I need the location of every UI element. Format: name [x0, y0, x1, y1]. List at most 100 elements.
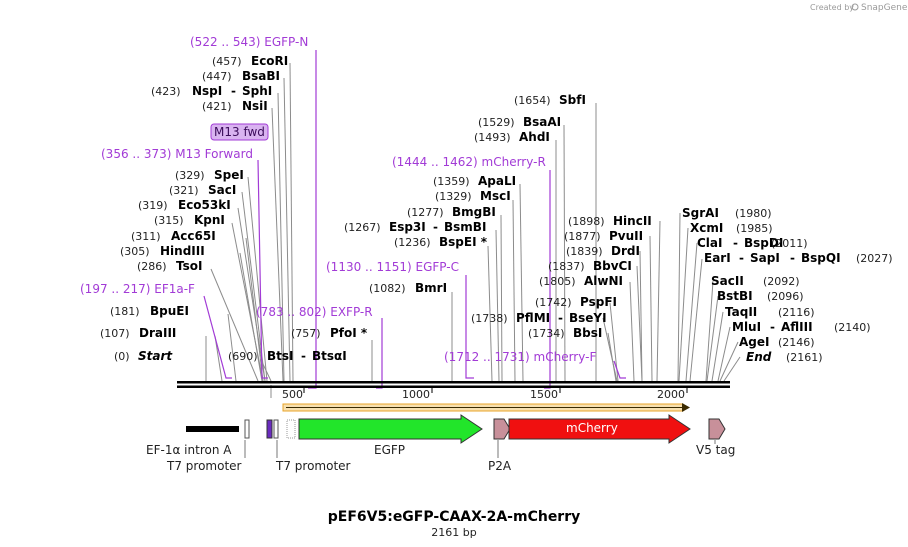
enzyme-pos: (1738): [471, 312, 508, 325]
enzyme-name-2: BseYI: [569, 311, 607, 325]
enzyme-pos: (305): [120, 245, 150, 258]
enzyme-name: TsoI: [176, 259, 202, 273]
enzyme-name: NspI: [192, 84, 222, 98]
ruler-tick-label: 500: [282, 388, 303, 401]
enzyme-name: Eco53kI: [178, 198, 231, 212]
p2a-feature: [493, 418, 511, 440]
enzyme-name: AlwNI: [584, 274, 623, 288]
enzyme-pos: (181): [110, 305, 140, 318]
enzyme-pos: (321): [169, 184, 199, 197]
feature-label: T7 promoter: [275, 459, 351, 473]
primer-label: (1130 .. 1151) EGFP-C: [326, 260, 459, 274]
map-title: pEF6V5:eGFP-CAAX-2A-mCherry 2161 bp: [328, 509, 581, 539]
enzyme-pos: (447): [202, 70, 232, 83]
primer-label: (356 .. 373) M13 Forward: [101, 147, 253, 161]
credit-brand: SnapGene: [861, 3, 908, 13]
enzyme-name: MscI: [480, 189, 511, 203]
enzyme-name: PfoI *: [330, 326, 368, 340]
enzyme-name-2: BsmBI: [444, 220, 486, 234]
enzyme-name-2: AflIII: [781, 320, 813, 334]
enzyme-name: SpeI: [214, 168, 244, 182]
enzyme-name: PvuII: [609, 229, 643, 243]
enzyme-separator: -: [790, 251, 795, 265]
enzyme-separator: -: [733, 236, 738, 250]
snapgene-credit: Created by SnapGene: [810, 3, 908, 13]
enzyme-pos: (1805): [539, 275, 576, 288]
ruler-tick-label: 1000: [402, 388, 430, 401]
enzyme-pos: (329): [175, 169, 205, 182]
enzyme-separator: -: [433, 220, 438, 234]
enzyme-name: KpnI: [194, 213, 225, 227]
enzyme-name: SacI: [208, 183, 236, 197]
enzyme-name: BmgBI: [452, 205, 496, 219]
enzyme-pos: (107): [100, 327, 130, 340]
enzyme-name: BtsI: [267, 349, 294, 363]
primer-label: (1444 .. 1462) mCherry-R: [392, 155, 546, 169]
enzyme-pos: (1898): [568, 215, 605, 228]
enzyme-name: PspFI: [580, 295, 617, 309]
t7-promoter-feature: [244, 419, 250, 439]
enzyme-pos: (0): [114, 350, 130, 363]
enzyme-name: DrdI: [611, 244, 640, 258]
enzyme-name-2: BtsαI: [312, 349, 347, 363]
primer-label: (522 .. 543) EGFP-N: [190, 35, 308, 49]
enzyme-name: BsaBI: [242, 69, 280, 83]
enzyme-pos: (1877): [564, 230, 601, 243]
enzyme-pos: (690): [228, 350, 258, 363]
feature-label: EGFP: [374, 443, 405, 457]
feature-label: P2A: [488, 459, 512, 473]
enzyme-separator: -: [558, 311, 563, 325]
enzyme-pos: (2146): [778, 336, 815, 349]
credit-prefix: Created by: [810, 3, 854, 12]
enzyme-name-3: BspQI: [801, 251, 841, 265]
orf-arrow: [282, 403, 690, 412]
plasmid-name: pEF6V5:eGFP-CAAX-2A-mCherry: [328, 509, 581, 525]
intron-feature: [186, 426, 239, 432]
egfp-feature: [298, 414, 483, 444]
enzyme-name: NsiI: [242, 99, 268, 113]
t7-promoter-feature: [273, 419, 279, 439]
ruler: 500 1000 1500 2000: [282, 388, 688, 401]
sequence-backbone: [177, 381, 730, 388]
enzyme-pos: (1359): [433, 175, 470, 188]
enzyme-name: BbvCI: [593, 259, 632, 273]
feature-label: EF-1α intron A: [146, 443, 232, 457]
feature-labels: EF-1α intron A T7 promoter T7 promoter E…: [146, 440, 735, 473]
enzyme-pos: (319): [138, 199, 168, 212]
mcherry-feature: [508, 414, 691, 444]
enzyme-name: AhdI: [519, 130, 550, 144]
enzyme-separator: -: [231, 84, 236, 98]
feature-block: [266, 419, 273, 439]
enzyme-name: HincII: [613, 214, 652, 228]
ruler-tick-label: 1500: [530, 388, 558, 401]
enzyme-pos: (311): [131, 230, 161, 243]
enzyme-pos: (1985): [736, 222, 773, 235]
enzyme-name-2: SapI: [750, 251, 780, 265]
enzyme-name: SbfI: [559, 93, 586, 107]
enzyme-pos: (315): [154, 214, 184, 227]
enzyme-pos: (757): [291, 327, 321, 340]
enzyme-name: TaqII: [725, 305, 757, 319]
enzyme-pos: (1980): [735, 207, 772, 220]
enzyme-pos: (1734): [528, 327, 565, 340]
enzyme-pos: (1529): [478, 116, 515, 129]
enzyme-pos: (1329): [435, 190, 472, 203]
enzyme-name: ApaLI: [478, 174, 516, 188]
enzyme-pos: (1654): [514, 94, 551, 107]
enzyme-pos: (286): [137, 260, 167, 273]
v5-tag-feature: [708, 418, 726, 440]
enzyme-pos: (1837): [548, 260, 585, 273]
primer-label: (197 .. 217) EF1a-F: [80, 282, 195, 296]
primer-label: (783 .. 802) EXFP-R: [256, 305, 373, 319]
enzyme-pos: (457): [212, 55, 242, 68]
feature-label: T7 promoter: [166, 459, 242, 473]
snapgene-logo-icon: [851, 3, 859, 11]
enzyme-pos: (1277): [407, 206, 444, 219]
primer-label: (1712 .. 1731) mCherry-F: [444, 350, 596, 364]
enzyme-pos: (2011): [771, 237, 808, 250]
enzyme-name: ClaI: [697, 236, 722, 250]
enzyme-name: XcmI: [690, 221, 723, 235]
ruler-tick-label: 2000: [657, 388, 685, 401]
enzyme-name: HindIII: [160, 244, 205, 258]
